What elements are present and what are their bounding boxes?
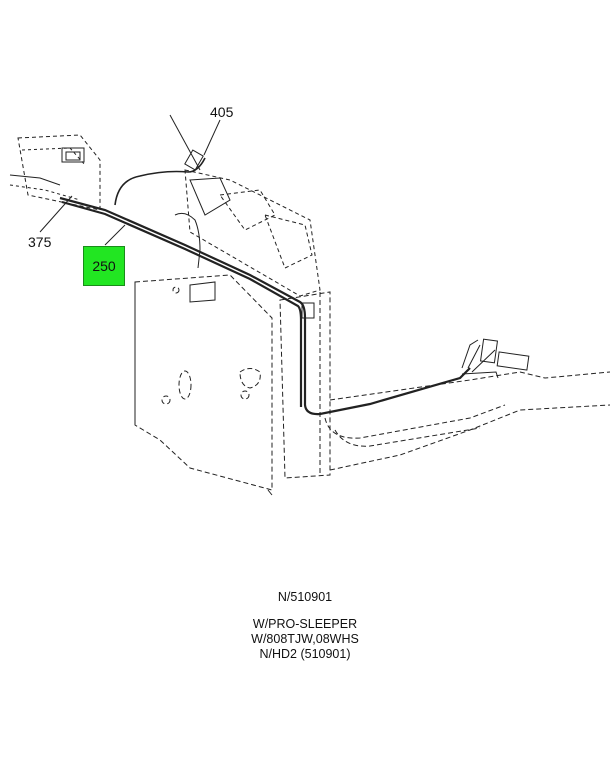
console-box (189, 281, 331, 479)
main-panel (134, 274, 273, 491)
right-connector (461, 338, 530, 379)
note-line-1: N/510901 (277, 590, 333, 604)
top-panel (184, 169, 321, 297)
floor-panel (324, 371, 610, 471)
callout-250-highlight[interactable]: 250 (83, 246, 125, 286)
note-line-2: W/PRO-SLEEPER (252, 617, 358, 631)
note-line-4: N/HD2 (510901) (259, 647, 351, 661)
left-bracket (9, 134, 101, 211)
callout-405: 405 (210, 104, 234, 120)
callout-375: 375 (28, 234, 52, 250)
main-harness (59, 196, 471, 416)
note-line-3: W/808TJW,08WHS (251, 632, 359, 646)
